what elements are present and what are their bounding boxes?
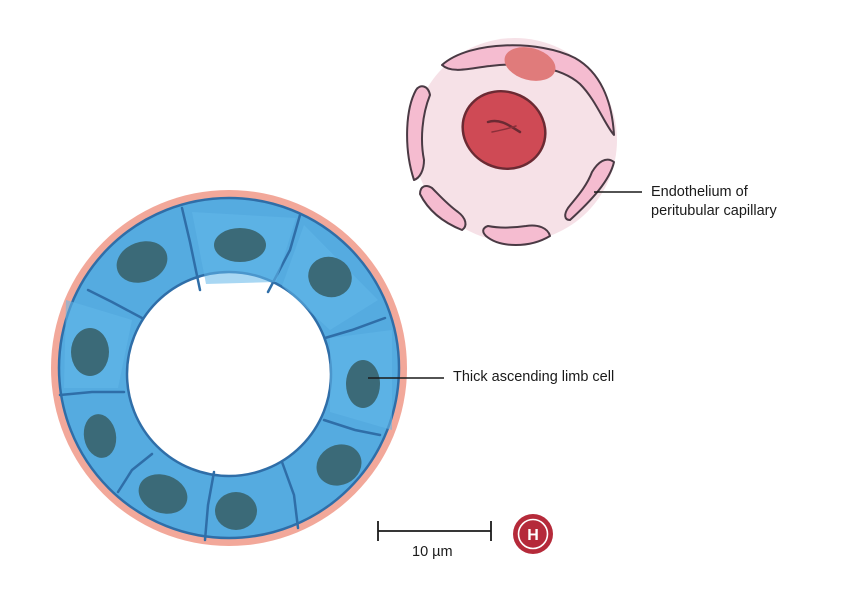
endothelial-cells (406, 44, 615, 246)
logo-letter: H (527, 527, 539, 544)
red-blood-cell (461, 90, 547, 170)
endothelial-nucleus (504, 47, 556, 81)
nucleus (316, 444, 362, 486)
thick-ascending-limb-label: Thick ascending limb cell (453, 369, 615, 385)
nucleus (214, 228, 266, 262)
brand-logo: H (513, 514, 553, 554)
cell-boundaries (58, 206, 387, 542)
nucleus (346, 360, 380, 408)
endothelium-label-line-2: peritubular capillary (651, 203, 777, 219)
nucleus (116, 241, 168, 283)
nuclei (71, 228, 380, 530)
scale-bar-label: 10 µm (412, 544, 453, 560)
endothelial-cell (441, 44, 615, 136)
endothelial-cell (482, 224, 551, 246)
peritubular-capillary (406, 38, 617, 246)
nucleus (138, 474, 188, 514)
endothelial-cell (564, 158, 615, 221)
endothelial-cell (419, 185, 467, 231)
endothelium-label-line-1: Endothelium of (651, 184, 748, 200)
endothelium-label: Endothelium of peritubular capillary (651, 183, 821, 221)
tubule-cross-section (51, 190, 407, 546)
nucleus (215, 492, 257, 530)
nucleus (308, 256, 352, 298)
scale-bar (377, 521, 492, 541)
endothelial-cell (406, 85, 431, 181)
nucleus (83, 414, 117, 458)
nucleus (71, 328, 109, 376)
